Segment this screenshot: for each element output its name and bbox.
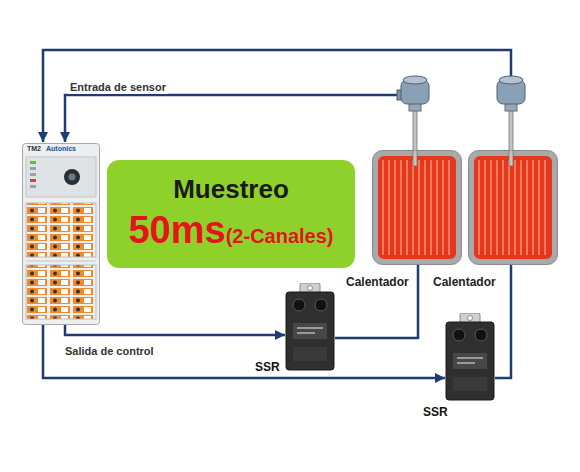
- sensor-wire: [65, 95, 397, 142]
- ssr-relay-shape: [445, 313, 495, 401]
- control-wire: [43, 325, 445, 378]
- heater: Calentador: [372, 150, 462, 265]
- node-text: Calentador: [346, 276, 409, 290]
- ssr-relay-shape: [285, 283, 335, 371]
- heater: Calentador: [468, 150, 558, 265]
- node-text: SSR: [423, 406, 448, 420]
- node-text: (2-Canales): [226, 225, 334, 248]
- ssr-relay-drawing: [446, 313, 494, 400]
- heater-drawing: [469, 150, 558, 265]
- controller-module-shape: [22, 143, 100, 325]
- node-text: Muestreo: [173, 175, 289, 205]
- node-text: TM2: [27, 145, 41, 153]
- sensor-wire: [43, 50, 511, 142]
- heater-shape: [468, 150, 558, 265]
- controller-module-drawing: [23, 144, 100, 325]
- sampling-panel: Muestreo 50ms(2-Canales): [107, 160, 355, 268]
- node-text: Autonics: [46, 145, 76, 153]
- heater-drawing: [373, 150, 462, 265]
- thermocouple: [397, 76, 429, 152]
- node-text: Calentador: [433, 276, 496, 290]
- text-row: 50ms(2-Canales): [128, 209, 333, 253]
- edge-label: Salida de control: [63, 345, 156, 358]
- text-row: Muestreo: [173, 175, 289, 205]
- heater-shape: [372, 150, 462, 265]
- edge-label-holder: Salida de control: [0, 0, 93, 18]
- module-header: TM2 Autonics: [22, 143, 100, 153]
- node-text: 50ms: [128, 209, 225, 253]
- control-wire: [65, 325, 285, 335]
- controller-module: TM2 Autonics: [22, 143, 100, 325]
- node-text: SSR: [255, 361, 280, 375]
- control-wire: [495, 265, 511, 378]
- control-wire: [335, 265, 418, 338]
- label-holder: Entrada de sensor: [0, 0, 100, 18]
- sensor-lines: [43, 50, 511, 142]
- signal-label: Entrada de sensor: [68, 81, 168, 94]
- ssr-relay: SSR: [285, 283, 335, 371]
- thermocouple: [497, 76, 525, 152]
- ssr-relay-drawing: [286, 283, 334, 370]
- ssr-relay: SSR: [445, 313, 495, 401]
